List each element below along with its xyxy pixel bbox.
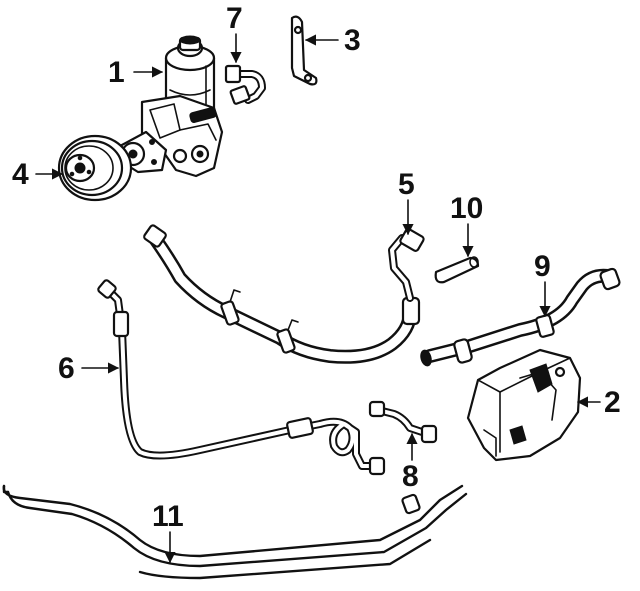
return-tube-icon	[368, 400, 438, 444]
callout-3: 3	[344, 24, 361, 57]
callout-4: 4	[12, 158, 29, 191]
callout-10: 10	[450, 192, 483, 225]
pulley-icon	[57, 134, 133, 202]
mounting-bracket-icon	[290, 15, 318, 86]
fitting-icon	[224, 64, 266, 105]
callout-9: 9	[534, 250, 551, 283]
hose-section-icon	[434, 256, 480, 284]
return-hose-icon	[420, 267, 621, 367]
reservoir-bracket-icon	[466, 348, 582, 462]
cooler-line-icon	[2, 484, 468, 580]
pressure-hose-icon	[143, 224, 425, 364]
return-line-icon	[97, 279, 386, 476]
callout-7: 7	[226, 2, 243, 35]
callout-8: 8	[402, 460, 419, 493]
callout-2: 2	[604, 386, 621, 419]
callout-1: 1	[108, 56, 125, 89]
callout-5: 5	[398, 168, 415, 201]
power-steering-pump-icon	[118, 35, 224, 178]
callout-6: 6	[58, 352, 75, 385]
callout-11: 11	[152, 500, 184, 533]
callout-leaders	[35, 33, 601, 564]
